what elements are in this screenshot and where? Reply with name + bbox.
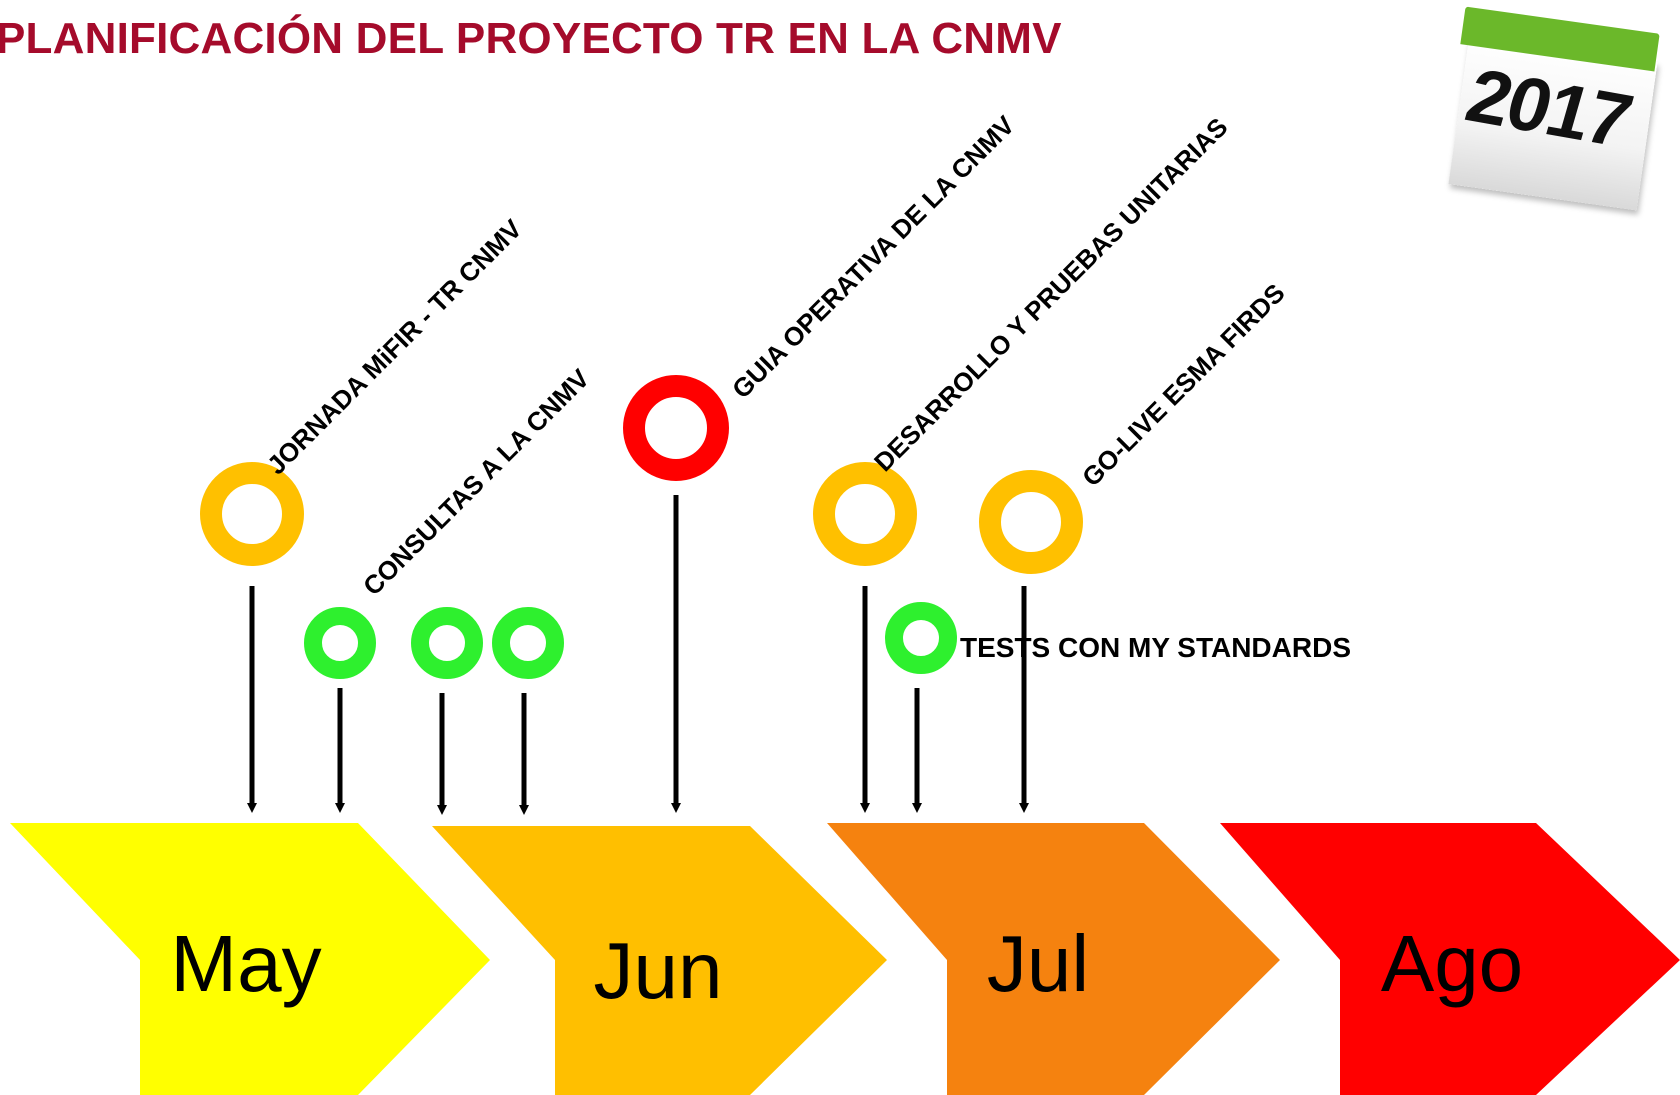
month-label-jul: Jul — [986, 919, 1090, 1008]
milestone-ring-tests — [885, 602, 957, 674]
month-chevron-jun — [432, 826, 887, 1095]
milestone-ring-consulta-2 — [411, 607, 483, 679]
month-chevron-ago — [1220, 823, 1680, 1095]
month-chevron-may — [10, 823, 490, 1095]
milestone-label-tests: TESTS CON MY STANDARDS — [960, 632, 1351, 663]
milestone-ring-guia — [623, 375, 729, 481]
page-title: PLANIFICACIÓN DEL PROYECTO TR EN LA CNMV — [0, 14, 1062, 63]
month-label-ago: Ago — [1380, 919, 1524, 1008]
milestone-ring-consulta-3 — [492, 607, 564, 679]
milestone-ring-go-live — [979, 470, 1083, 574]
month-chevron-jul — [827, 823, 1280, 1095]
month-label-may: May — [170, 919, 322, 1008]
milestone-ring-desarrollo — [813, 462, 917, 566]
month-label-jun: Jun — [593, 926, 723, 1015]
milestone-ring-jornada — [200, 462, 304, 566]
milestone-ring-consulta-1 — [304, 607, 376, 679]
